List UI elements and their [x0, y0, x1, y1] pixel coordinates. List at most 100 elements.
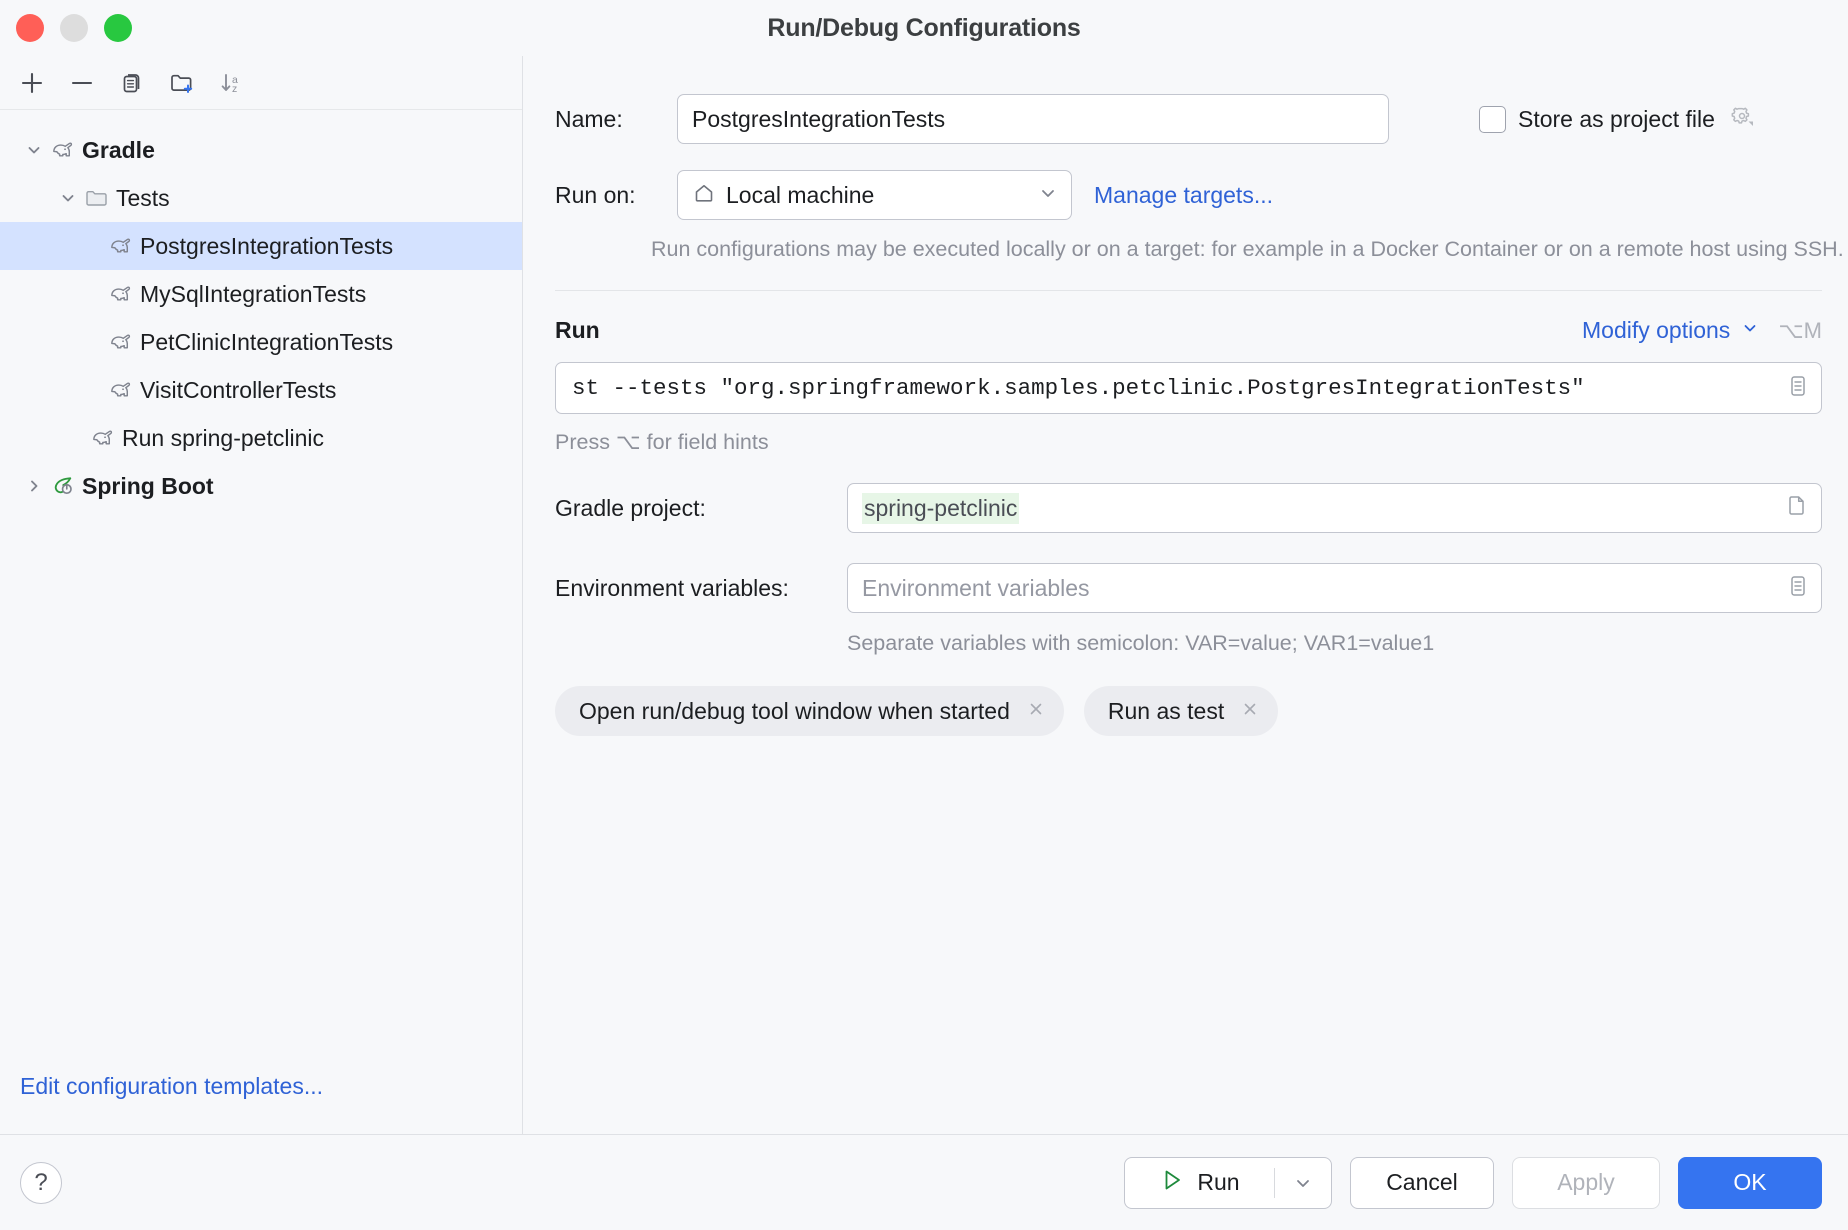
gradle-elephant-icon [106, 232, 136, 260]
name-input-value: PostgresIntegrationTests [692, 105, 946, 132]
option-chips: Open run/debug tool window when started … [523, 686, 1848, 736]
command-line-input[interactable]: st --tests "org.springframework.samples.… [555, 362, 1822, 414]
tree-node-label: PetClinicIntegrationTests [140, 328, 394, 355]
tree-node-label: MySqlIntegrationTests [140, 280, 367, 307]
remove-configuration-button[interactable] [60, 63, 104, 103]
field-hints-text: Press ⌥ for field hints [555, 430, 769, 454]
store-as-project-file-group[interactable]: Store as project file [1479, 102, 1757, 137]
name-row: Name: PostgresIntegrationTests Store as … [523, 94, 1848, 144]
help-icon: ? [34, 1168, 48, 1196]
name-label: Name: [555, 105, 623, 132]
tree-node-postgresintegrationtests[interactable]: PostgresIntegrationTests [0, 222, 522, 270]
minimize-window-button[interactable] [60, 14, 88, 42]
apply-button-label: Apply [1557, 1169, 1615, 1195]
svg-text:z: z [232, 83, 237, 95]
tree-node-run-spring-petclinic[interactable]: Run spring-petclinic [0, 414, 522, 462]
chevron-right-icon[interactable] [20, 472, 48, 500]
home-icon [692, 181, 716, 210]
svg-text:a: a [232, 74, 238, 86]
sort-az-button[interactable]: a z [210, 63, 254, 103]
new-folder-button[interactable] [160, 63, 204, 103]
folder-icon [82, 184, 112, 212]
ok-button[interactable]: OK [1678, 1156, 1822, 1209]
modify-options-link[interactable]: Modify options [1582, 317, 1731, 343]
chevron-down-icon[interactable] [20, 136, 48, 164]
run-on-value: Local machine [726, 181, 875, 208]
modify-options-shortcut: ⌥M [1778, 317, 1822, 343]
apply-button[interactable]: Apply [1512, 1156, 1660, 1209]
tree-node-label: Run spring-petclinic [122, 424, 324, 451]
environment-variables-input[interactable]: Environment variables [847, 563, 1822, 613]
add-configuration-button[interactable] [10, 63, 54, 103]
chevron-down-icon[interactable] [54, 184, 82, 212]
gradle-elephant-icon [48, 136, 78, 164]
tree-node-label: Spring Boot [82, 472, 214, 499]
run-button-main[interactable]: Run [1125, 1158, 1274, 1208]
title-bar: Run/Debug Configurations [0, 0, 1848, 56]
run-section-title: Run [555, 317, 600, 343]
manage-targets-link[interactable]: Manage targets... [1094, 181, 1273, 208]
ok-button-label: OK [1733, 1169, 1767, 1195]
run-on-label: Run on: [555, 181, 636, 208]
store-as-project-file-checkbox[interactable] [1479, 105, 1506, 133]
tree-node-visitcontrollertests[interactable]: VisitControllerTests [0, 366, 522, 414]
chip-run-as-test[interactable]: Run as test [1083, 686, 1279, 736]
tree-node-petclinicintegrationtests[interactable]: PetClinicIntegrationTests [0, 318, 522, 366]
copy-configuration-button[interactable] [110, 63, 154, 103]
cancel-button-label: Cancel [1386, 1169, 1458, 1195]
spring-boot-leaf-icon [48, 472, 78, 500]
gradle-elephant-icon [106, 280, 136, 308]
command-line-value: st --tests "org.springframework.samples.… [572, 375, 1585, 401]
run-on-dropdown[interactable]: Local machine [677, 170, 1072, 220]
tree-node-spring-boot[interactable]: Spring Boot [0, 462, 522, 510]
page-title: Run/Debug Configurations [767, 13, 1081, 42]
gradle-project-input[interactable]: spring-petclinic [847, 483, 1822, 533]
edit-configuration-templates-link[interactable]: Edit configuration templates... [20, 1073, 323, 1099]
close-icon[interactable] [1240, 699, 1260, 723]
chip-label: Open run/debug tool window when started [579, 697, 1010, 724]
run-button[interactable]: Run [1124, 1156, 1332, 1209]
close-icon[interactable] [1026, 699, 1046, 723]
tree-node-tests[interactable]: Tests [0, 174, 522, 222]
gradle-elephant-icon [106, 376, 136, 404]
cancel-button[interactable]: Cancel [1350, 1156, 1494, 1209]
name-input[interactable]: PostgresIntegrationTests [677, 94, 1389, 144]
tree-node-label: PostgresIntegrationTests [140, 232, 394, 259]
expand-editor-icon[interactable] [1785, 371, 1811, 406]
environment-variables-hint: Separate variables with semicolon: VAR=v… [847, 631, 1435, 655]
run-dropdown-button[interactable] [1275, 1158, 1331, 1208]
tree-node-gradle[interactable]: Gradle [0, 126, 522, 174]
gear-icon[interactable] [1727, 102, 1757, 137]
store-as-project-file-label: Store as project file [1518, 105, 1715, 132]
expand-editor-icon[interactable] [1785, 571, 1811, 606]
run-on-row: Run on: Local machine Manage targets... [523, 170, 1848, 220]
sidebar-toolbar: a z [0, 56, 522, 110]
environment-variables-label: Environment variables: [555, 574, 789, 601]
close-window-button[interactable] [16, 14, 44, 42]
chevron-down-icon[interactable] [1740, 318, 1760, 343]
gradle-project-value: spring-petclinic [862, 492, 1020, 524]
help-button[interactable]: ? [20, 1161, 62, 1204]
folder-browse-icon[interactable] [1783, 491, 1811, 526]
window-controls [16, 14, 132, 42]
tree-node-mysqlintegrationtests[interactable]: MySqlIntegrationTests [0, 270, 522, 318]
zoom-window-button[interactable] [104, 14, 132, 42]
command-line-wrap: st --tests "org.springframework.samples.… [523, 344, 1848, 414]
play-triangle-icon [1159, 1167, 1185, 1199]
environment-variables-placeholder: Environment variables [862, 574, 1090, 601]
configurations-sidebar: a z Gradle [0, 56, 523, 1134]
gradle-project-row: Gradle project: spring-petclinic [523, 483, 1848, 533]
run-section-actions: Modify options ⌥M [1582, 317, 1822, 344]
run-on-help-text: Run configurations may be executed local… [651, 237, 1844, 261]
chevron-down-icon[interactable] [1037, 182, 1059, 209]
dialog-body: a z Gradle [0, 56, 1848, 1134]
chip-open-run-debug-tool-window[interactable]: Open run/debug tool window when started [555, 686, 1064, 736]
sidebar-footer: Edit configuration templates... [0, 1073, 522, 1134]
run-button-separator [1274, 1167, 1275, 1198]
footer-actions: Run Cancel Apply OK [1124, 1156, 1822, 1209]
configurations-tree[interactable]: Gradle Tests [0, 110, 522, 1073]
tree-node-label: VisitControllerTests [140, 376, 337, 403]
configuration-form: Name: PostgresIntegrationTests Store as … [523, 56, 1848, 1134]
run-button-label: Run [1197, 1169, 1240, 1195]
